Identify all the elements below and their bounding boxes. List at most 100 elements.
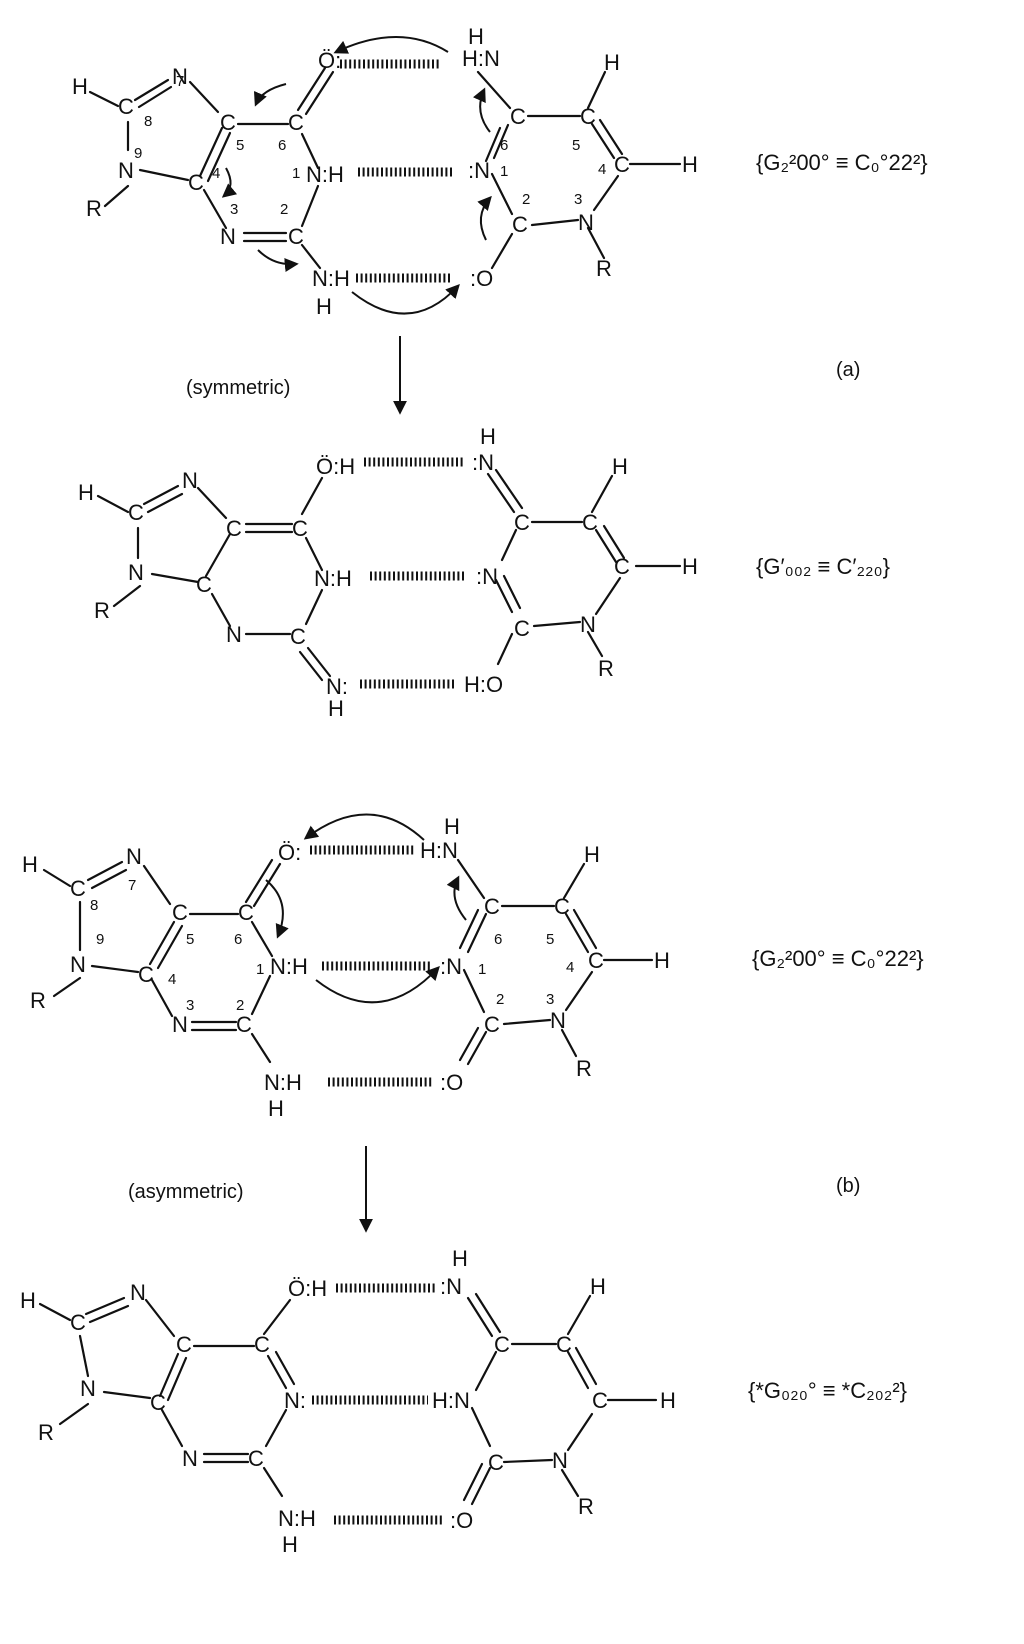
atom: C bbox=[288, 110, 304, 135]
atom: C bbox=[556, 1332, 572, 1357]
structure-a-top: H C N N R C C N C Ö: N:H C N:H H 8 9 7 5… bbox=[72, 24, 928, 319]
atom: :N bbox=[472, 450, 494, 475]
atom: H:N bbox=[462, 46, 500, 71]
ring-number: 3 bbox=[546, 991, 554, 1008]
ring-number: 5 bbox=[236, 137, 244, 154]
atom: H bbox=[78, 480, 94, 505]
atom: C bbox=[512, 212, 528, 237]
ring-number: 1 bbox=[478, 961, 486, 978]
atom: C bbox=[138, 962, 154, 987]
atom: :N bbox=[440, 1274, 462, 1299]
ring-number: 2 bbox=[236, 997, 244, 1014]
atom: C bbox=[580, 104, 596, 129]
ring-number: 4 bbox=[212, 165, 220, 182]
atom: H bbox=[660, 1388, 676, 1413]
atom: Ö:H bbox=[316, 454, 355, 479]
atom: C bbox=[614, 554, 630, 579]
state-label: {G₂²00° ≡ C₀°22²} bbox=[756, 150, 928, 175]
atom: C bbox=[288, 224, 304, 249]
atom: C bbox=[514, 616, 530, 641]
ring-number: 2 bbox=[496, 991, 504, 1008]
atom: H bbox=[22, 852, 38, 877]
state-label: {G′₀₀₂ ≡ C′₂₂₀} bbox=[756, 554, 890, 579]
atom: C bbox=[128, 500, 144, 525]
ring-number: 6 bbox=[278, 137, 286, 154]
ring-number: 7 bbox=[128, 877, 136, 894]
atom: N bbox=[128, 560, 144, 585]
ring-number: 3 bbox=[230, 201, 238, 218]
ring-number: 5 bbox=[186, 931, 194, 948]
atom: C bbox=[220, 110, 236, 135]
atom: R bbox=[38, 1420, 54, 1445]
atom: N:H bbox=[306, 162, 344, 187]
atom: N bbox=[578, 210, 594, 235]
atom: H bbox=[468, 24, 484, 49]
atom: C bbox=[554, 894, 570, 919]
atom: H bbox=[612, 454, 628, 479]
atom: N bbox=[172, 64, 188, 89]
ring-number: 3 bbox=[574, 191, 582, 208]
atom: H bbox=[682, 152, 698, 177]
ring-number: 1 bbox=[256, 961, 264, 978]
atom: C bbox=[488, 1450, 504, 1475]
atom: H bbox=[268, 1096, 284, 1121]
ring-number: 6 bbox=[494, 931, 502, 948]
atom: C bbox=[592, 1388, 608, 1413]
structure-a-bottom: H C N N R C C N C Ö:H N:H C N: H :N H C … bbox=[78, 424, 890, 721]
ring-number: 8 bbox=[144, 113, 152, 130]
atom: N:H bbox=[270, 954, 308, 979]
atom: R bbox=[578, 1494, 594, 1519]
atom: C bbox=[494, 1332, 510, 1357]
atom: C bbox=[176, 1332, 192, 1357]
atom: N bbox=[182, 468, 198, 493]
atom: H bbox=[480, 424, 496, 449]
atom: N:H bbox=[278, 1506, 316, 1531]
atom: C bbox=[70, 876, 86, 901]
atom: N bbox=[552, 1448, 568, 1473]
atom: N bbox=[226, 622, 242, 647]
atom: Ö: bbox=[278, 840, 301, 865]
state-label: {G₂²00° ≡ C₀°22²} bbox=[752, 946, 924, 971]
atom: H bbox=[72, 74, 88, 99]
atom: C bbox=[172, 900, 188, 925]
panel-label-b: (b) bbox=[836, 1175, 860, 1197]
atom: H bbox=[20, 1288, 36, 1313]
atom: R bbox=[94, 598, 110, 623]
ring-number: 6 bbox=[500, 137, 508, 154]
mechanism-label-a: (symmetric) bbox=[186, 377, 290, 399]
atom: H bbox=[328, 696, 344, 721]
ring-number: 9 bbox=[96, 931, 104, 948]
atom: N bbox=[80, 1376, 96, 1401]
atom: C bbox=[614, 152, 630, 177]
atom: N bbox=[550, 1008, 566, 1033]
atom: H:O bbox=[464, 672, 503, 697]
ring-number: 6 bbox=[234, 931, 242, 948]
atom: N: bbox=[326, 674, 348, 699]
atom: H bbox=[682, 554, 698, 579]
ring-number: 5 bbox=[572, 137, 580, 154]
atom: Ö: bbox=[318, 48, 341, 73]
atom: C bbox=[118, 94, 134, 119]
atom: H bbox=[452, 1246, 468, 1271]
atom: C bbox=[226, 516, 242, 541]
atom: R bbox=[576, 1056, 592, 1081]
atom: :O bbox=[450, 1508, 473, 1533]
atom: H bbox=[282, 1532, 298, 1557]
atom: N bbox=[182, 1446, 198, 1471]
atom: :N bbox=[468, 158, 490, 183]
atom: C bbox=[510, 104, 526, 129]
atom: H bbox=[590, 1274, 606, 1299]
atom: C bbox=[196, 572, 212, 597]
atom: C bbox=[292, 516, 308, 541]
atom: C bbox=[514, 510, 530, 535]
atom: :O bbox=[470, 266, 493, 291]
ring-number: 2 bbox=[280, 201, 288, 218]
structure-b-top: H C N N R C C N C Ö: N:H C N:H H 8 9 7 5… bbox=[22, 813, 924, 1121]
atom: H bbox=[604, 50, 620, 75]
structure-b-bottom: H C N N R C C N C Ö:H N: C N:H H :N H C … bbox=[20, 1246, 907, 1557]
ring-number: 8 bbox=[90, 897, 98, 914]
atom: R bbox=[86, 196, 102, 221]
mechanism-label-b: (asymmetric) bbox=[128, 1181, 244, 1203]
